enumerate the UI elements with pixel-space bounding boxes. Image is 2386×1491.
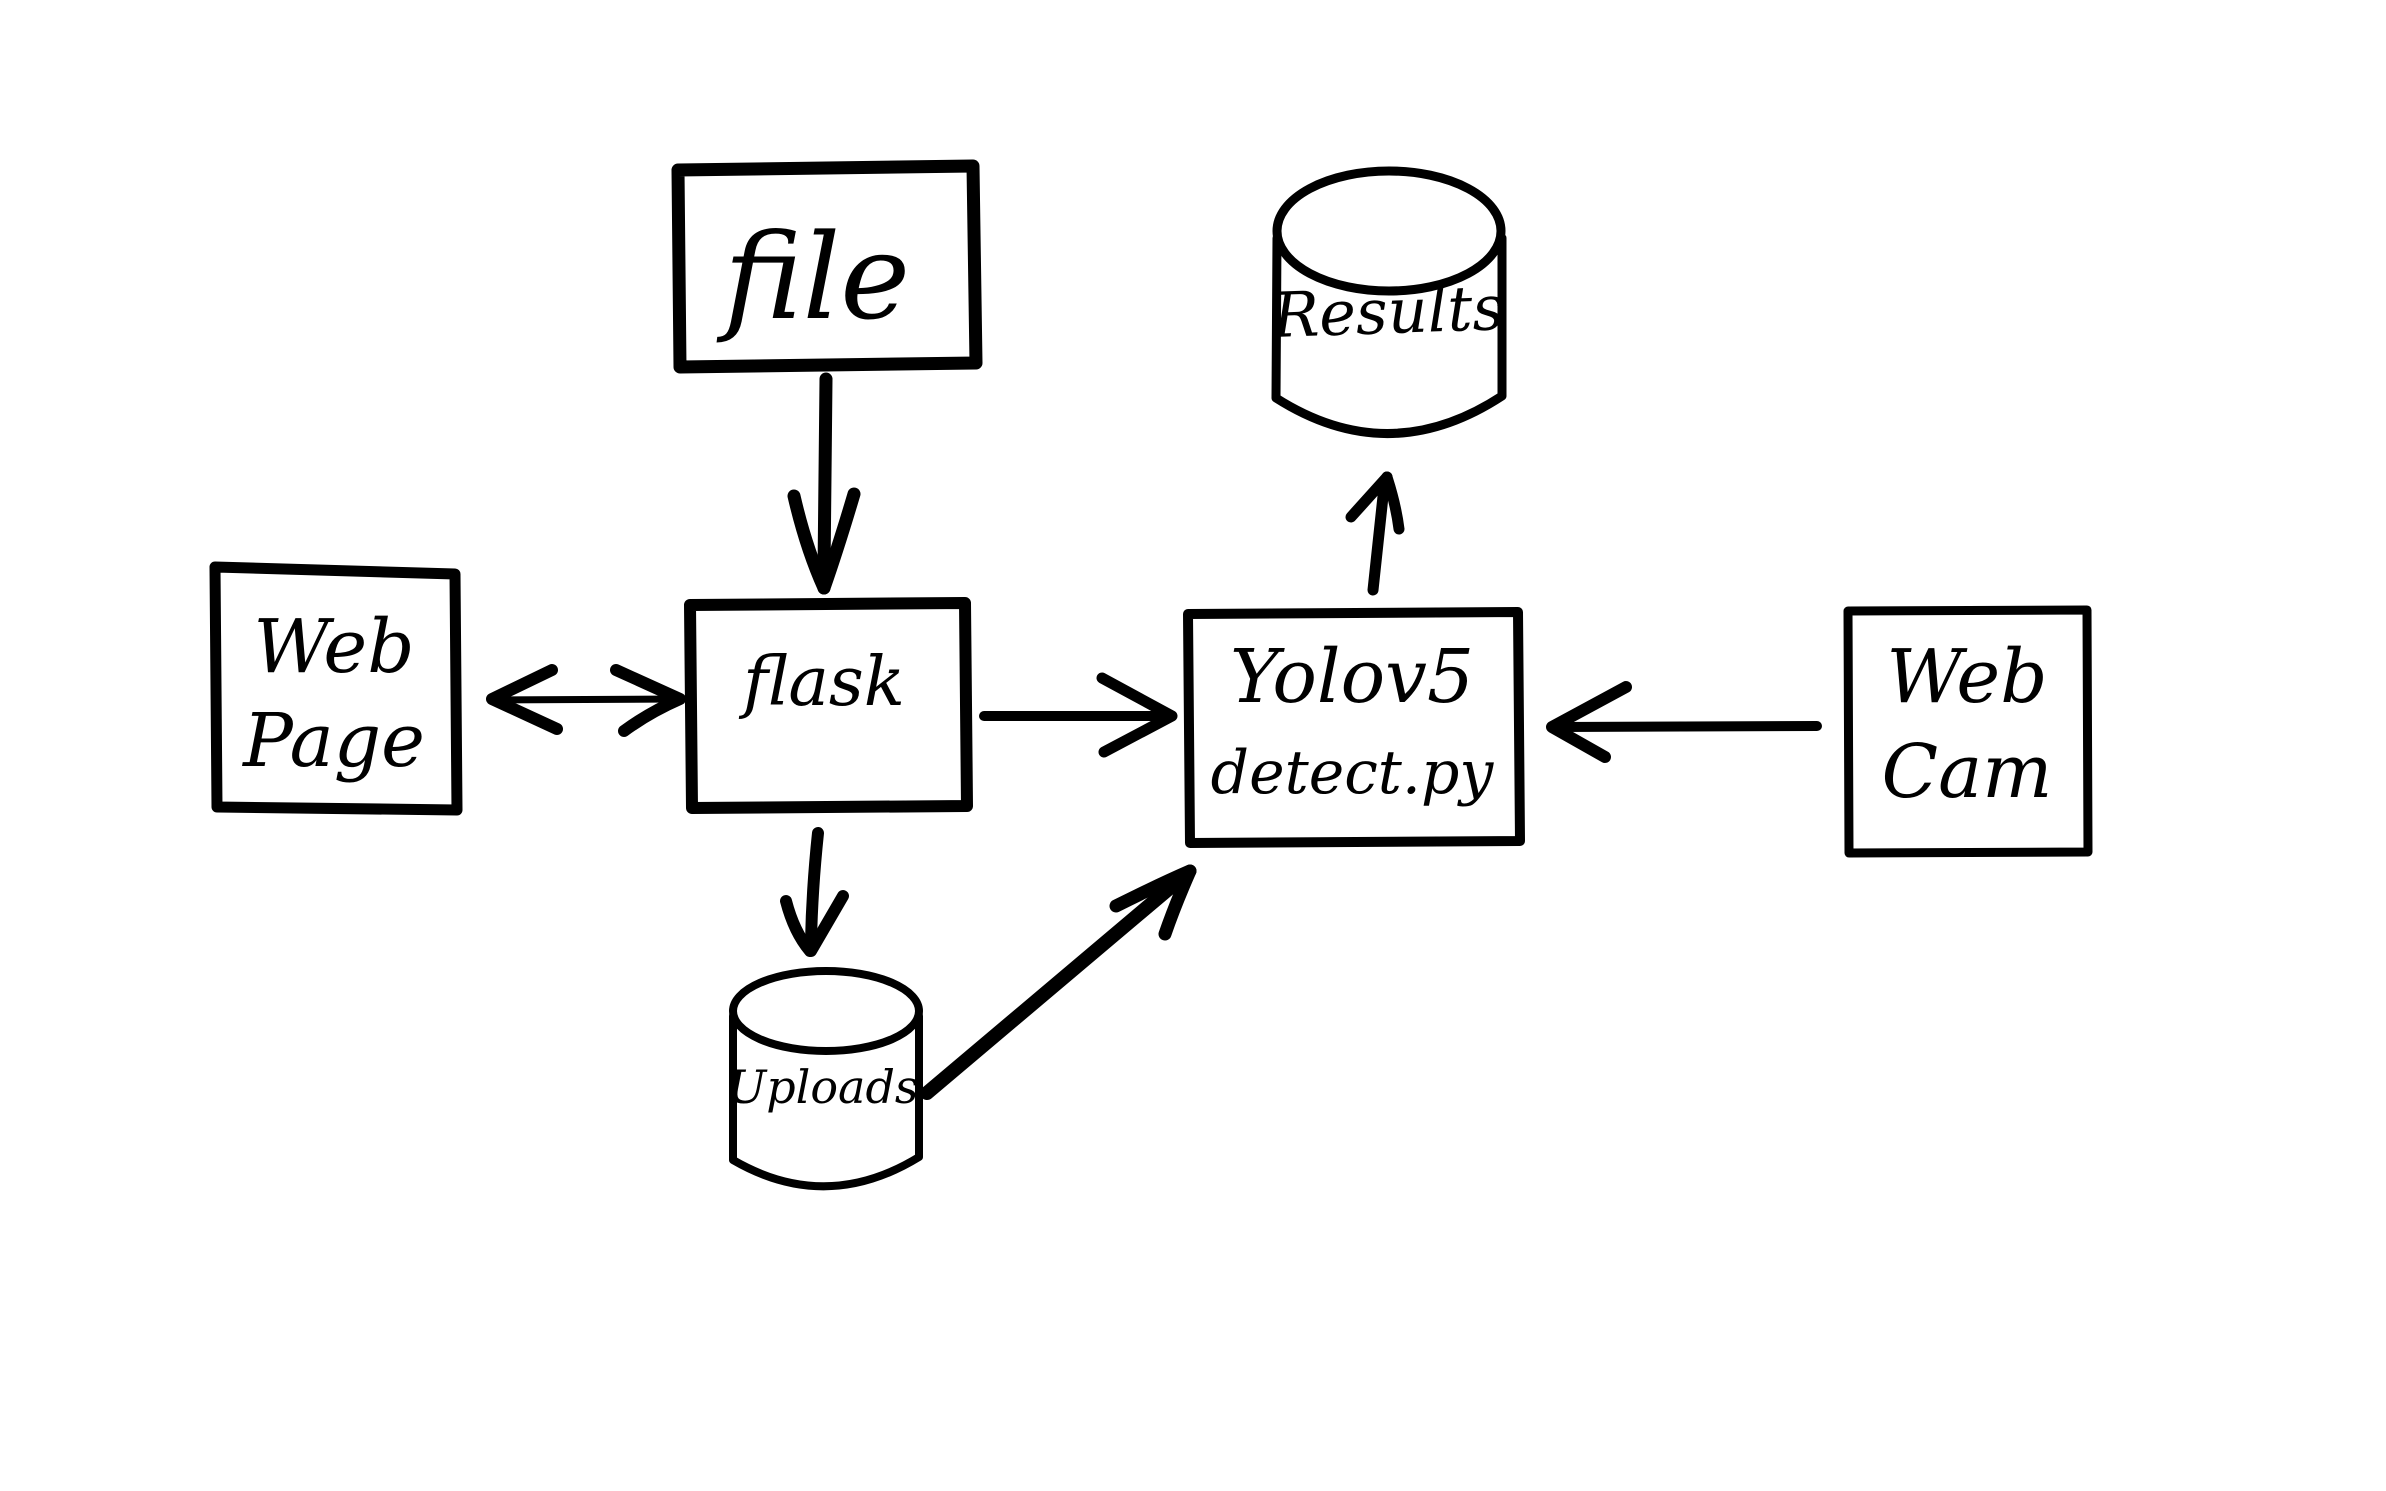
arrowhead-left	[486, 664, 563, 735]
node-web-page: Web Page	[209, 561, 463, 816]
arrowhead-left	[1345, 471, 1393, 523]
uploads-label: Uploads	[727, 1060, 918, 1114]
arrow-flask-to-uploads	[780, 827, 849, 957]
arrow-shaft	[1555, 721, 1822, 732]
file-box	[671, 159, 983, 374]
arrow-webpage-flask-bidirectional	[486, 664, 686, 737]
web-cam-label-line2: Cam	[1882, 729, 2053, 815]
arrow-shaft	[920, 869, 1191, 1100]
yolov5-label-line2: detect.py	[1211, 738, 1495, 808]
uploads-cylinder-top	[729, 967, 923, 1055]
node-web-cam: Web Cam	[1843, 605, 2093, 858]
uploads-cylinder-body	[729, 1012, 923, 1191]
arrowhead-right	[610, 664, 686, 737]
arrowhead-right	[1158, 864, 1197, 941]
file-label: file	[716, 208, 910, 346]
arrowhead	[1096, 672, 1178, 758]
node-yolov5: Yolov5 detect.py	[1183, 607, 1525, 848]
arrow-shaft	[1367, 481, 1390, 596]
flask-label: flask	[738, 643, 905, 722]
results-label: Results	[1270, 271, 1505, 352]
web-cam-label-line1: Web	[1886, 634, 2047, 720]
arrow-yolov5-to-results	[1345, 471, 1405, 596]
flask-box	[684, 597, 973, 814]
web-cam-box	[1843, 605, 2093, 858]
node-file: file	[671, 159, 983, 374]
web-page-label-line1: Web	[253, 604, 414, 690]
arrowhead	[1546, 681, 1632, 763]
arrow-webcam-to-yolov5	[1546, 681, 1822, 763]
arrowhead-right	[1381, 471, 1405, 535]
arrow-file-to-flask	[787, 372, 861, 595]
arrow-shaft	[805, 827, 824, 948]
web-page-box	[209, 561, 463, 816]
web-page-label-line2: Page	[241, 698, 425, 784]
arrow-uploads-to-yolov5	[920, 864, 1197, 1100]
node-uploads: Uploads	[727, 967, 923, 1191]
arrow-flask-to-yolov5	[979, 672, 1178, 758]
yolov5-box	[1183, 607, 1525, 848]
node-results: Results	[1270, 166, 1507, 438]
results-cylinder-top	[1272, 166, 1506, 296]
node-flask: flask	[684, 597, 973, 814]
arrowhead-right	[805, 890, 849, 957]
arrowhead-right	[817, 487, 861, 595]
arrow-shaft	[492, 695, 682, 704]
yolov5-label-line1: Yolov5	[1230, 634, 1474, 720]
arrow-shaft	[817, 372, 833, 579]
